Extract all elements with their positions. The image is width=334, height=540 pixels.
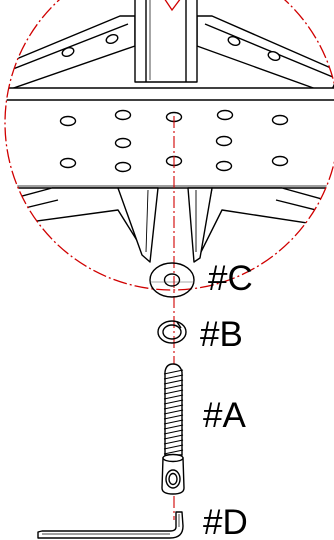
plate-hole [114,137,132,149]
plate-hole [271,114,289,126]
center-post [134,0,198,83]
plate-hole [59,157,77,169]
plate-hole [216,109,234,121]
plate-hole [114,161,132,173]
plate-hole [271,155,289,167]
detail-circle [4,0,334,291]
label-part-a: #A [203,396,246,435]
plate-hole [114,109,132,121]
lower-left-leg [5,187,159,263]
label-part-d: #D [203,503,248,540]
plate-hole [215,135,233,147]
detail-pointer [164,0,181,12]
part-a-bolt [161,363,185,495]
mounting-plate [5,87,334,189]
plate-hole [215,160,233,172]
part-c-washer [149,262,195,298]
frame-detail-view [5,0,334,263]
label-part-b: #B [200,315,243,354]
lower-right-leg [187,187,334,263]
plate-hole [59,115,77,127]
part-b-lock-washer [157,320,187,344]
label-part-c: #C [208,259,253,298]
plate-holes [59,109,289,173]
upper-right-strut [196,15,334,95]
part-d-hex-key [37,511,184,539]
